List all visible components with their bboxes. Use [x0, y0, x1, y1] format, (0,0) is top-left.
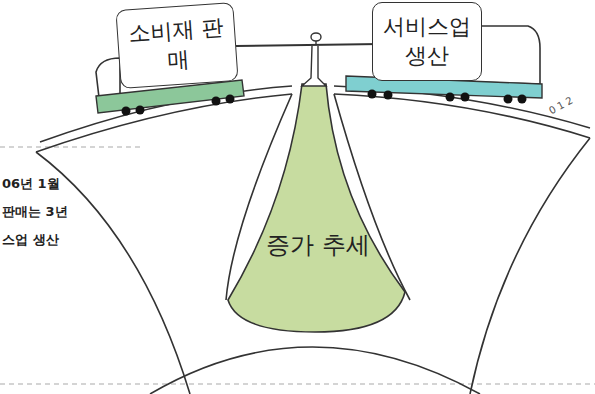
road-right-edge [334, 94, 590, 138]
truck-wheels [122, 95, 235, 116]
seesaw-stand [302, 46, 326, 86]
hill-right-slope [334, 94, 410, 300]
dashed-rule [0, 146, 140, 147]
dashed-rule [0, 383, 595, 384]
hill-bottom [150, 347, 480, 394]
note-text: 스업 생산 [2, 231, 59, 249]
pivot [311, 33, 321, 41]
truck-sign: 소비재 판매 [115, 2, 238, 89]
note-text: 06년 1월 [2, 175, 60, 193]
trend-label: 증가 추세 [258, 226, 378, 265]
note-text: 판매는 3년 [2, 203, 68, 221]
hill-right-outline [470, 138, 590, 394]
trend-area [228, 84, 405, 332]
node-text: 증가 추세 [262, 230, 374, 261]
node-text: 서비스업 생산 [381, 13, 473, 70]
hill-left-slope [226, 94, 292, 300]
seesaw-bar [236, 44, 380, 46]
scale-mark: 0 1 2 [547, 95, 575, 117]
truck-sign: 서비스업 생산 [372, 2, 482, 81]
node-text: 소비재 판매 [125, 14, 229, 78]
truck-wheels [368, 90, 527, 104]
